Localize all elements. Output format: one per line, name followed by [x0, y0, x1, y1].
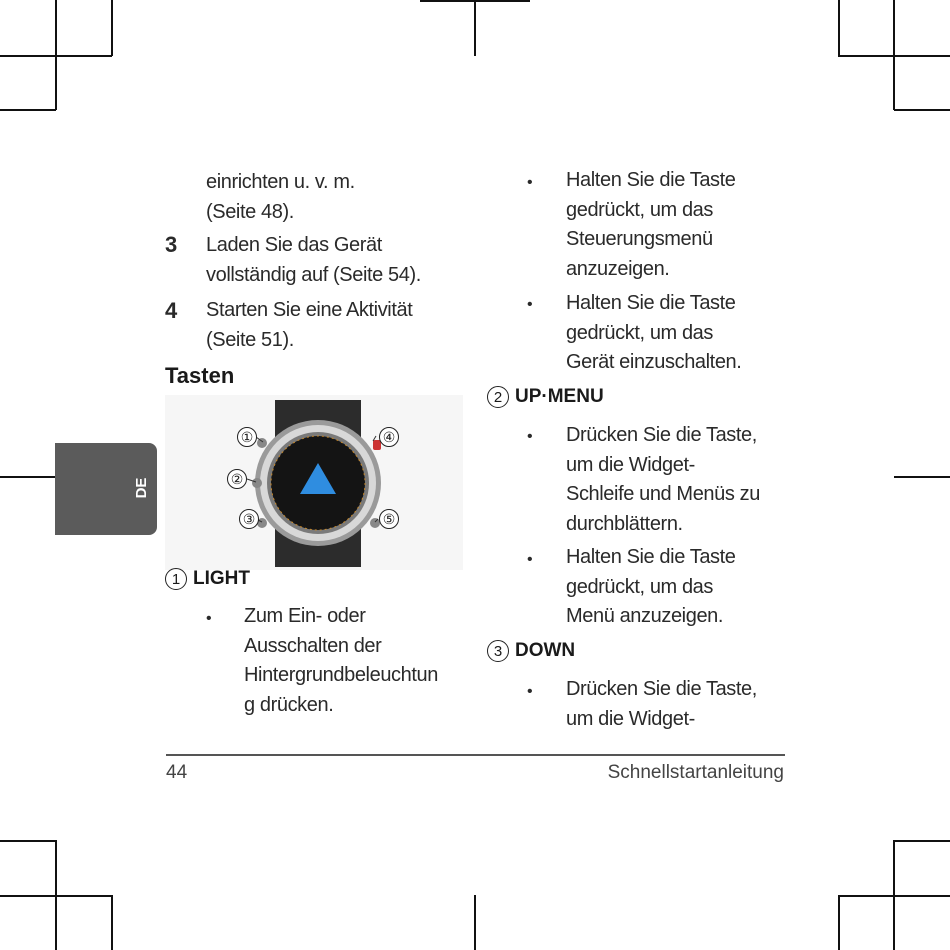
text-line: g drücken. [244, 693, 334, 716]
bullet-mark: • [527, 683, 533, 700]
callout-5: ⑤ [379, 509, 399, 529]
crop-mark [111, 0, 113, 56]
bullet-text: Zum Ein- oder Ausschalten der Hintergrun… [244, 602, 438, 720]
button-label: DOWN [515, 640, 576, 661]
text-line: gedrückt, um das [566, 575, 714, 598]
bullet-text: Drücken Sie die Taste, um die Widget- [566, 675, 757, 734]
crop-mark [474, 895, 476, 950]
bullet-mark: • [527, 551, 533, 568]
continued-text: einrichten u. v. m. (Seite 48). [206, 168, 355, 227]
text-line: Schleife und Menüs zu [566, 483, 760, 505]
text-line: (Seite 48). [206, 200, 294, 223]
callout-2: ② [227, 469, 247, 489]
crop-mark [0, 476, 56, 478]
step-text: Starten Sie eine Aktivität (Seite 51). [206, 296, 413, 355]
bullet-text: Halten Sie die Taste gedrückt, um das Ge… [566, 289, 742, 378]
bullet-text: Halten Sie die Taste gedrückt, um das St… [566, 166, 736, 284]
crop-mark [893, 840, 895, 950]
bullet-text: Drücken Sie die Taste, um die Widget- Sc… [566, 421, 760, 539]
language-tab [55, 443, 157, 535]
text-line: gedrückt, um das [566, 198, 714, 221]
crop-mark [111, 895, 113, 950]
crop-mark [894, 840, 950, 842]
text-line: Halten Sie die Taste [566, 292, 736, 314]
callout-1: ① [237, 427, 257, 447]
step-number: 3 [165, 232, 178, 257]
text-line: Laden Sie das Gerät [206, 234, 382, 256]
crop-mark [0, 840, 56, 842]
text-line: um die Widget- [566, 707, 695, 730]
text-line: anzuzeigen. [566, 257, 670, 280]
text-line: Steuerungsmenü [566, 228, 713, 250]
crop-mark [420, 0, 530, 2]
bullet-mark: • [527, 174, 533, 191]
text-line: Drücken Sie die Taste, [566, 424, 757, 446]
step-text: Laden Sie das Gerät vollständig auf (Sei… [206, 231, 421, 290]
text-line: Ausschalten der [244, 634, 382, 657]
crop-mark [838, 55, 894, 57]
crop-mark [894, 476, 950, 478]
watch-illustration [246, 400, 381, 567]
step-number: 4 [165, 298, 178, 323]
footer-title: Schnellstartanleitung [607, 762, 784, 783]
text-line: durchblättern. [566, 512, 683, 535]
text-line: vollständig auf (Seite 54). [206, 263, 421, 286]
button-heading-down: 3 DOWN [487, 640, 575, 662]
button-label: UP·MENU [515, 386, 604, 407]
crop-mark [894, 55, 950, 57]
language-tab-label: DE [132, 477, 150, 499]
button-label: LIGHT [193, 568, 250, 589]
text-line: Halten Sie die Taste [566, 169, 736, 191]
crop-mark [894, 109, 950, 111]
bullet-mark: • [527, 296, 533, 313]
circled-number: 2 [487, 386, 509, 408]
button-heading-light: 1 LIGHT [165, 568, 250, 590]
watch-image: ① ② ③ ④ ⑤ [165, 395, 463, 570]
callout-3: ③ [239, 509, 259, 529]
text-line: Halten Sie die Taste [566, 546, 736, 568]
text-line: um die Widget- [566, 453, 695, 476]
footer-rule [166, 754, 785, 756]
bullet-text: Halten Sie die Taste gedrückt, um das Me… [566, 543, 736, 632]
text-line: Gerät einzuschalten. [566, 351, 742, 373]
crop-mark [838, 895, 840, 950]
crop-mark [893, 0, 895, 110]
text-line: Hintergrundbeleuchtun [244, 664, 438, 686]
text-line: gedrückt, um das [566, 321, 714, 344]
callout-4: ④ [379, 427, 399, 447]
crop-mark [56, 55, 112, 57]
bullet-mark: • [206, 610, 212, 627]
text-line: Zum Ein- oder [244, 605, 366, 627]
section-heading: Tasten [165, 363, 235, 388]
crop-mark [474, 0, 476, 56]
circled-number: 1 [165, 568, 187, 590]
bullet-mark: • [527, 428, 533, 445]
circled-number: 3 [487, 640, 509, 662]
crop-mark [838, 0, 840, 56]
text-line: (Seite 51). [206, 328, 294, 351]
text-line: Starten Sie eine Aktivität [206, 299, 413, 321]
page-number: 44 [166, 762, 188, 783]
crop-mark [0, 895, 112, 897]
text-line: Menü anzuzeigen. [566, 605, 724, 627]
button-heading-up-menu: 2 UP·MENU [487, 386, 604, 408]
crop-mark [0, 55, 56, 57]
text-line: einrichten u. v. m. [206, 171, 355, 193]
crop-mark [0, 109, 56, 111]
text-line: Drücken Sie die Taste, [566, 678, 757, 700]
